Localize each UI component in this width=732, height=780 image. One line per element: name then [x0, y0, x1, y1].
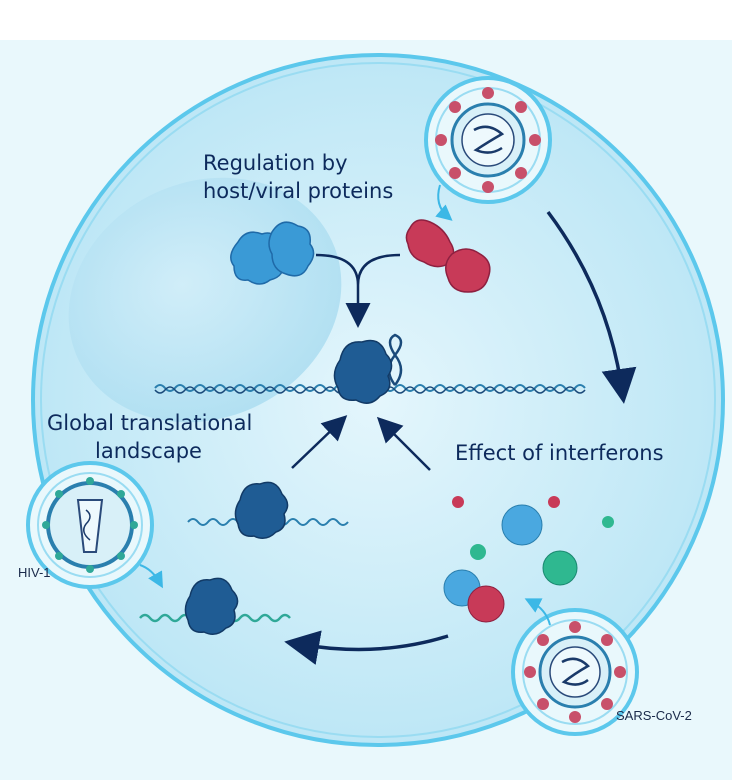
interferon-molecule	[548, 496, 560, 508]
interferon-molecule	[501, 504, 543, 546]
ribosome-center	[333, 339, 393, 404]
interferon-molecule	[470, 544, 486, 560]
host-protein	[230, 221, 315, 285]
regulation-label-line1: Regulation by	[203, 151, 348, 175]
global-label-line1: Global translational	[47, 411, 252, 435]
hiv-1-virus	[26, 461, 154, 589]
regulation-label-line2: host/viral proteins	[203, 179, 393, 203]
interferon-molecule	[452, 496, 464, 508]
entry-arrow-bottom	[524, 598, 551, 626]
hiv-label: HIV-1	[18, 565, 51, 580]
entry-arrow-hiv	[139, 564, 163, 589]
sars-cov-2-bottom-virus	[511, 608, 639, 736]
interferon-molecule	[602, 516, 614, 528]
sars-label: SARS-CoV-2	[616, 708, 692, 723]
arrow-interferon-to-center	[376, 416, 431, 471]
ribosome-viral	[184, 577, 239, 635]
arrow-interferon-to-viral	[284, 630, 449, 665]
cell-inner-membrane	[40, 62, 716, 738]
ribosome-global	[234, 481, 289, 539]
sars-cov-2-top-virus	[424, 76, 552, 204]
viral-protein	[405, 219, 491, 293]
arrow-virus-to-interferon	[546, 210, 637, 404]
interferon-molecules	[443, 496, 614, 623]
interferon-molecule	[467, 585, 505, 623]
entry-arrow-top	[435, 184, 453, 221]
arrow-global-to-center	[291, 415, 348, 469]
global-label-line2: landscape	[95, 439, 202, 463]
interferon-molecule	[542, 550, 578, 586]
interferons-label: Effect of interferons	[455, 441, 664, 465]
